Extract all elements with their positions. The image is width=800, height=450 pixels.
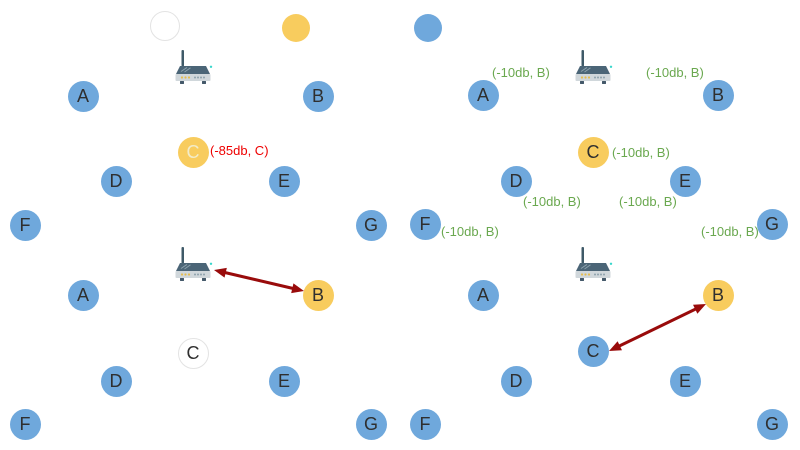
node-E: E xyxy=(669,165,701,197)
node-G: G xyxy=(355,408,387,440)
yellow-state-circle xyxy=(282,14,310,42)
signal-annotation: (-10db, B) xyxy=(492,65,550,80)
signal-annotation: (-10db, B) xyxy=(619,194,677,209)
node-C: C xyxy=(177,337,209,369)
node-F: F xyxy=(9,209,41,241)
router-icon xyxy=(175,50,213,84)
signal-annotation: (-85db, C) xyxy=(210,143,269,158)
router-icon xyxy=(575,50,613,84)
node-C: C xyxy=(577,136,609,168)
signal-annotation: (-10db, B) xyxy=(612,145,670,160)
white-state-circle xyxy=(150,11,180,41)
node-A: A xyxy=(67,279,99,311)
node-D: D xyxy=(500,165,532,197)
router-icon xyxy=(175,247,213,281)
node-B: B xyxy=(702,79,734,111)
node-D: D xyxy=(100,365,132,397)
signal-annotation: (-10db, B) xyxy=(701,224,759,239)
node-B: B xyxy=(302,80,334,112)
node-D: D xyxy=(500,365,532,397)
node-F: F xyxy=(409,208,441,240)
node-E: E xyxy=(268,165,300,197)
node-G: G xyxy=(355,209,387,241)
node-B: B xyxy=(302,279,334,311)
node-D: D xyxy=(100,165,132,197)
router-icon xyxy=(575,247,613,281)
node-A: A xyxy=(67,80,99,112)
node-C: C xyxy=(177,136,209,168)
node-E: E xyxy=(669,365,701,397)
node-A: A xyxy=(467,79,499,111)
signal-annotation: (-10db, B) xyxy=(441,224,499,239)
node-A: A xyxy=(467,279,499,311)
node-F: F xyxy=(409,408,441,440)
node-G: G xyxy=(756,408,788,440)
node-C: C xyxy=(577,335,609,367)
node-B: B xyxy=(702,279,734,311)
node-F: F xyxy=(9,408,41,440)
signal-annotation: (-10db, B) xyxy=(646,65,704,80)
blue-state-circle xyxy=(414,14,442,42)
node-G: G xyxy=(756,208,788,240)
node-E: E xyxy=(268,365,300,397)
signal-annotation: (-10db, B) xyxy=(523,194,581,209)
